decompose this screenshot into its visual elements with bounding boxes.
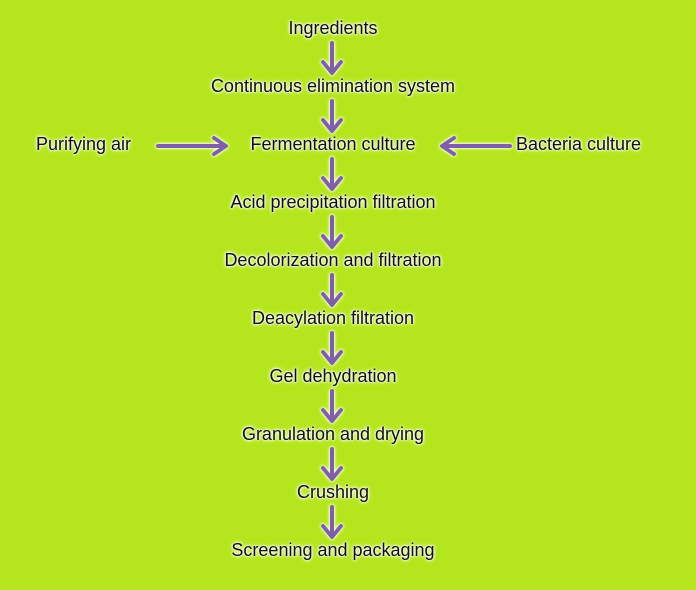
step-ingredients: Ingredients	[288, 18, 378, 38]
step-deacylation-filtration: Deacylation filtration	[251, 308, 415, 328]
down-arrow-8	[321, 447, 343, 481]
down-arrow-2	[321, 99, 343, 133]
arrow-from-bacteria-culture	[440, 136, 512, 156]
down-arrow-9	[321, 505, 343, 539]
step-gel-dehydration: Gel dehydration	[269, 366, 397, 386]
down-arrow-6	[321, 331, 343, 365]
input-purifying-air: Purifying air	[36, 134, 132, 154]
down-arrow-3	[321, 157, 343, 191]
input-bacteria-culture: Bacteria culture	[516, 134, 642, 154]
step-granulation-and-drying: Granulation and drying	[241, 424, 425, 444]
down-arrow-4	[321, 215, 343, 249]
down-arrow-5	[321, 273, 343, 307]
step-fermentation-culture: Fermentation culture	[250, 134, 416, 154]
step-decolorization-and-filtration: Decolorization and filtration	[224, 250, 442, 270]
down-arrow-7	[321, 389, 343, 423]
step-screening-and-packaging: Screening and packaging	[231, 540, 435, 560]
step-crushing: Crushing	[296, 482, 370, 502]
step-continuous-elimination-system: Continuous elimination system	[210, 76, 456, 96]
step-acid-precipitation-filtration: Acid precipitation filtration	[230, 192, 436, 212]
arrow-from-purifying-air	[156, 136, 228, 156]
down-arrow-1	[321, 41, 343, 75]
